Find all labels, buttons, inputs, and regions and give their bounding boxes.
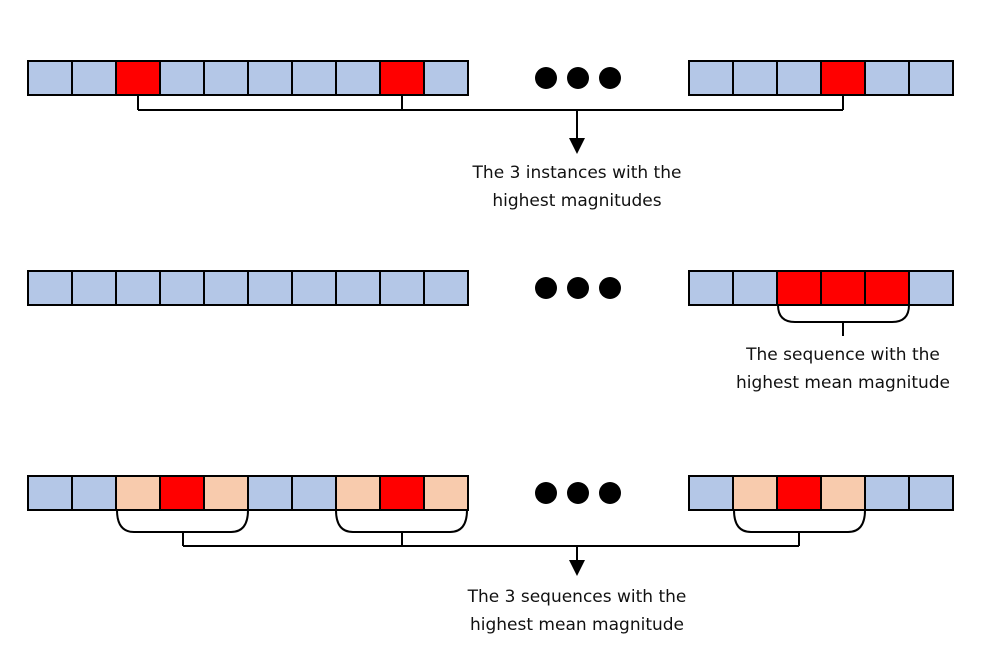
cells-layer [27, 60, 954, 511]
cell-normal [72, 271, 116, 305]
cell-neighbor [424, 476, 468, 510]
cell-normal [116, 271, 160, 305]
cell-normal [865, 476, 909, 510]
cell-normal [72, 476, 116, 510]
ellipsis-dot [567, 277, 589, 299]
row-1-three-dots-icon [535, 67, 621, 89]
cell-normal [733, 61, 777, 95]
row-3-connector [116, 509, 866, 576]
cell-neighbor [116, 476, 160, 510]
cell-normal [424, 271, 468, 305]
cell-neighbor [336, 476, 380, 510]
ellipsis-dot [599, 482, 621, 504]
ellipsis-layer [535, 67, 621, 504]
row-3-arrowhead [569, 560, 585, 576]
cell-normal [689, 61, 733, 95]
ellipsis-dot [567, 482, 589, 504]
row-3-left-strip [27, 475, 469, 511]
cell-normal [865, 61, 909, 95]
ellipsis-dot [535, 67, 557, 89]
row-1-caption-line-1: The 3 instances with the [472, 163, 682, 183]
cell-normal [733, 271, 777, 305]
row-3-three-dots-icon [535, 482, 621, 504]
row-1-caption-line-2: highest magnitudes [492, 191, 661, 211]
row-1-connector [137, 95, 844, 154]
cell-neighbor [821, 476, 865, 510]
cell-normal [909, 61, 953, 95]
cell-normal [424, 61, 468, 95]
cell-normal [777, 61, 821, 95]
cell-highlight [160, 476, 204, 510]
row-1-arrowhead [569, 138, 585, 154]
cell-normal [292, 271, 336, 305]
row-1-right-strip [688, 60, 954, 96]
cell-neighbor [733, 476, 777, 510]
connectors-layer [116, 95, 910, 576]
cell-normal [380, 271, 424, 305]
cell-normal [292, 61, 336, 95]
cell-normal [336, 271, 380, 305]
ellipsis-dot [599, 67, 621, 89]
cell-normal [292, 476, 336, 510]
row-1-left-strip [27, 60, 469, 96]
cell-highlight [821, 271, 865, 305]
row-2-left-strip [27, 270, 469, 306]
cell-normal [28, 61, 72, 95]
cell-neighbor [204, 476, 248, 510]
row-2-caption-line-2: highest mean magnitude [736, 373, 950, 393]
cell-highlight [380, 476, 424, 510]
cell-normal [204, 271, 248, 305]
ellipsis-dot [599, 277, 621, 299]
cell-normal [248, 61, 292, 95]
row-3-caption-line-1: The 3 sequences with the [467, 587, 687, 607]
cell-highlight [777, 476, 821, 510]
cell-normal [28, 476, 72, 510]
cell-normal [204, 61, 248, 95]
cell-highlight [116, 61, 160, 95]
cell-normal [909, 271, 953, 305]
cell-normal [160, 61, 204, 95]
row-3-caption-line-2: highest mean magnitude [470, 615, 684, 635]
cell-highlight [777, 271, 821, 305]
cell-highlight [380, 61, 424, 95]
cell-normal [248, 271, 292, 305]
cell-highlight [821, 61, 865, 95]
ellipsis-dot [535, 277, 557, 299]
row-2-right-strip [688, 270, 954, 306]
row-3-right-strip [688, 475, 954, 511]
cell-normal [909, 476, 953, 510]
cell-normal [336, 61, 380, 95]
ellipsis-dot [535, 482, 557, 504]
cell-normal [28, 271, 72, 305]
captions-layer: The 3 instances with the highest magnitu… [467, 163, 950, 635]
row-2-caption-line-1: The sequence with the [745, 345, 940, 365]
cell-normal [689, 476, 733, 510]
ellipsis-dot [567, 67, 589, 89]
row-2-three-dots-icon [535, 277, 621, 299]
cell-highlight [865, 271, 909, 305]
cell-normal [689, 271, 733, 305]
cell-normal [248, 476, 292, 510]
row-2-bracket [777, 304, 910, 336]
cell-normal [72, 61, 116, 95]
cell-normal [160, 271, 204, 305]
